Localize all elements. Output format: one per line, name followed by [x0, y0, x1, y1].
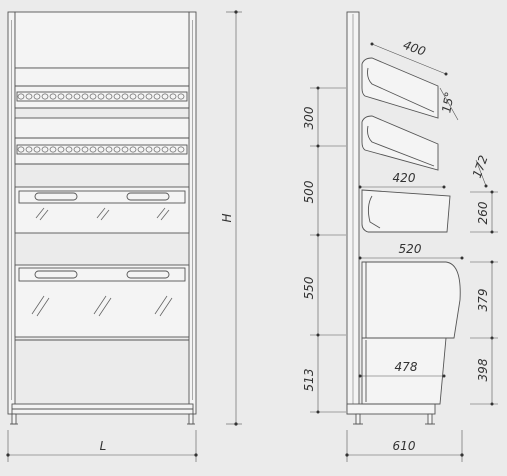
spacing-label-500: 500	[302, 180, 316, 203]
left-foot	[11, 413, 17, 425]
right-dim-398: 398	[470, 338, 498, 406]
right-label-379: 379	[476, 289, 490, 312]
total-depth-label: 610	[393, 439, 416, 453]
spacing-label-513: 513	[302, 369, 316, 392]
right-label-398: 398	[476, 358, 490, 381]
side-shelf-3	[361, 189, 451, 233]
bin-2-handle-right	[126, 270, 170, 279]
side-foot-back	[355, 413, 361, 425]
perforated-strip-2	[16, 144, 188, 155]
right-dim-260: 260	[470, 190, 498, 234]
side-view: 400 15° 420 520 478	[302, 11, 498, 462]
perforation-pattern	[17, 146, 185, 153]
depth-dim-478: 478	[358, 360, 446, 378]
depth-label-478: 478	[395, 360, 418, 374]
height-dimension: H	[220, 10, 242, 426]
width-dimension: L	[6, 430, 198, 462]
spacing-label-300: 300	[302, 106, 316, 129]
bin-1-handle-right	[126, 192, 170, 201]
right-dim-379: 379	[470, 260, 498, 340]
depth-label-420: 420	[393, 171, 416, 185]
depth-dim-420: 420	[358, 171, 446, 189]
tilt-label: 15°	[439, 91, 456, 114]
front-view: L H	[6, 10, 242, 462]
bin-2-handle-left	[34, 270, 78, 279]
bin-1-glass-reflections	[35, 207, 170, 221]
depth-dim-520: 520	[358, 242, 464, 260]
depth-label-520: 520	[399, 242, 422, 256]
side-base	[346, 403, 436, 415]
bin-1-handle-left	[34, 192, 78, 201]
perforated-strip-1	[16, 91, 188, 102]
side-shelf-4	[361, 261, 461, 339]
height-label: H	[220, 213, 234, 222]
right-label-172: 172	[470, 153, 491, 179]
side-shelf-2	[361, 115, 439, 171]
header-panel	[14, 11, 190, 69]
spacing-label-550: 550	[302, 276, 316, 299]
bin-2-glass-reflections	[31, 295, 173, 317]
right-label-260: 260	[476, 201, 490, 224]
side-cabinet	[361, 337, 447, 405]
shelf-perforated-2	[14, 117, 190, 165]
total-depth-dimension: 610	[345, 430, 464, 462]
tilt-annotation: 15°	[439, 87, 459, 121]
perforation-pattern	[17, 93, 185, 100]
width-label: L	[100, 439, 107, 453]
left-spacing-chain: 300 500 550 513	[302, 86, 346, 414]
right-dim-172: 172	[470, 153, 491, 188]
side-shelf-1	[361, 57, 439, 119]
side-foot-front	[427, 413, 433, 425]
right-foot	[188, 413, 194, 425]
shelf-perforated-1	[14, 67, 190, 109]
depth-label-400: 400	[401, 38, 428, 59]
